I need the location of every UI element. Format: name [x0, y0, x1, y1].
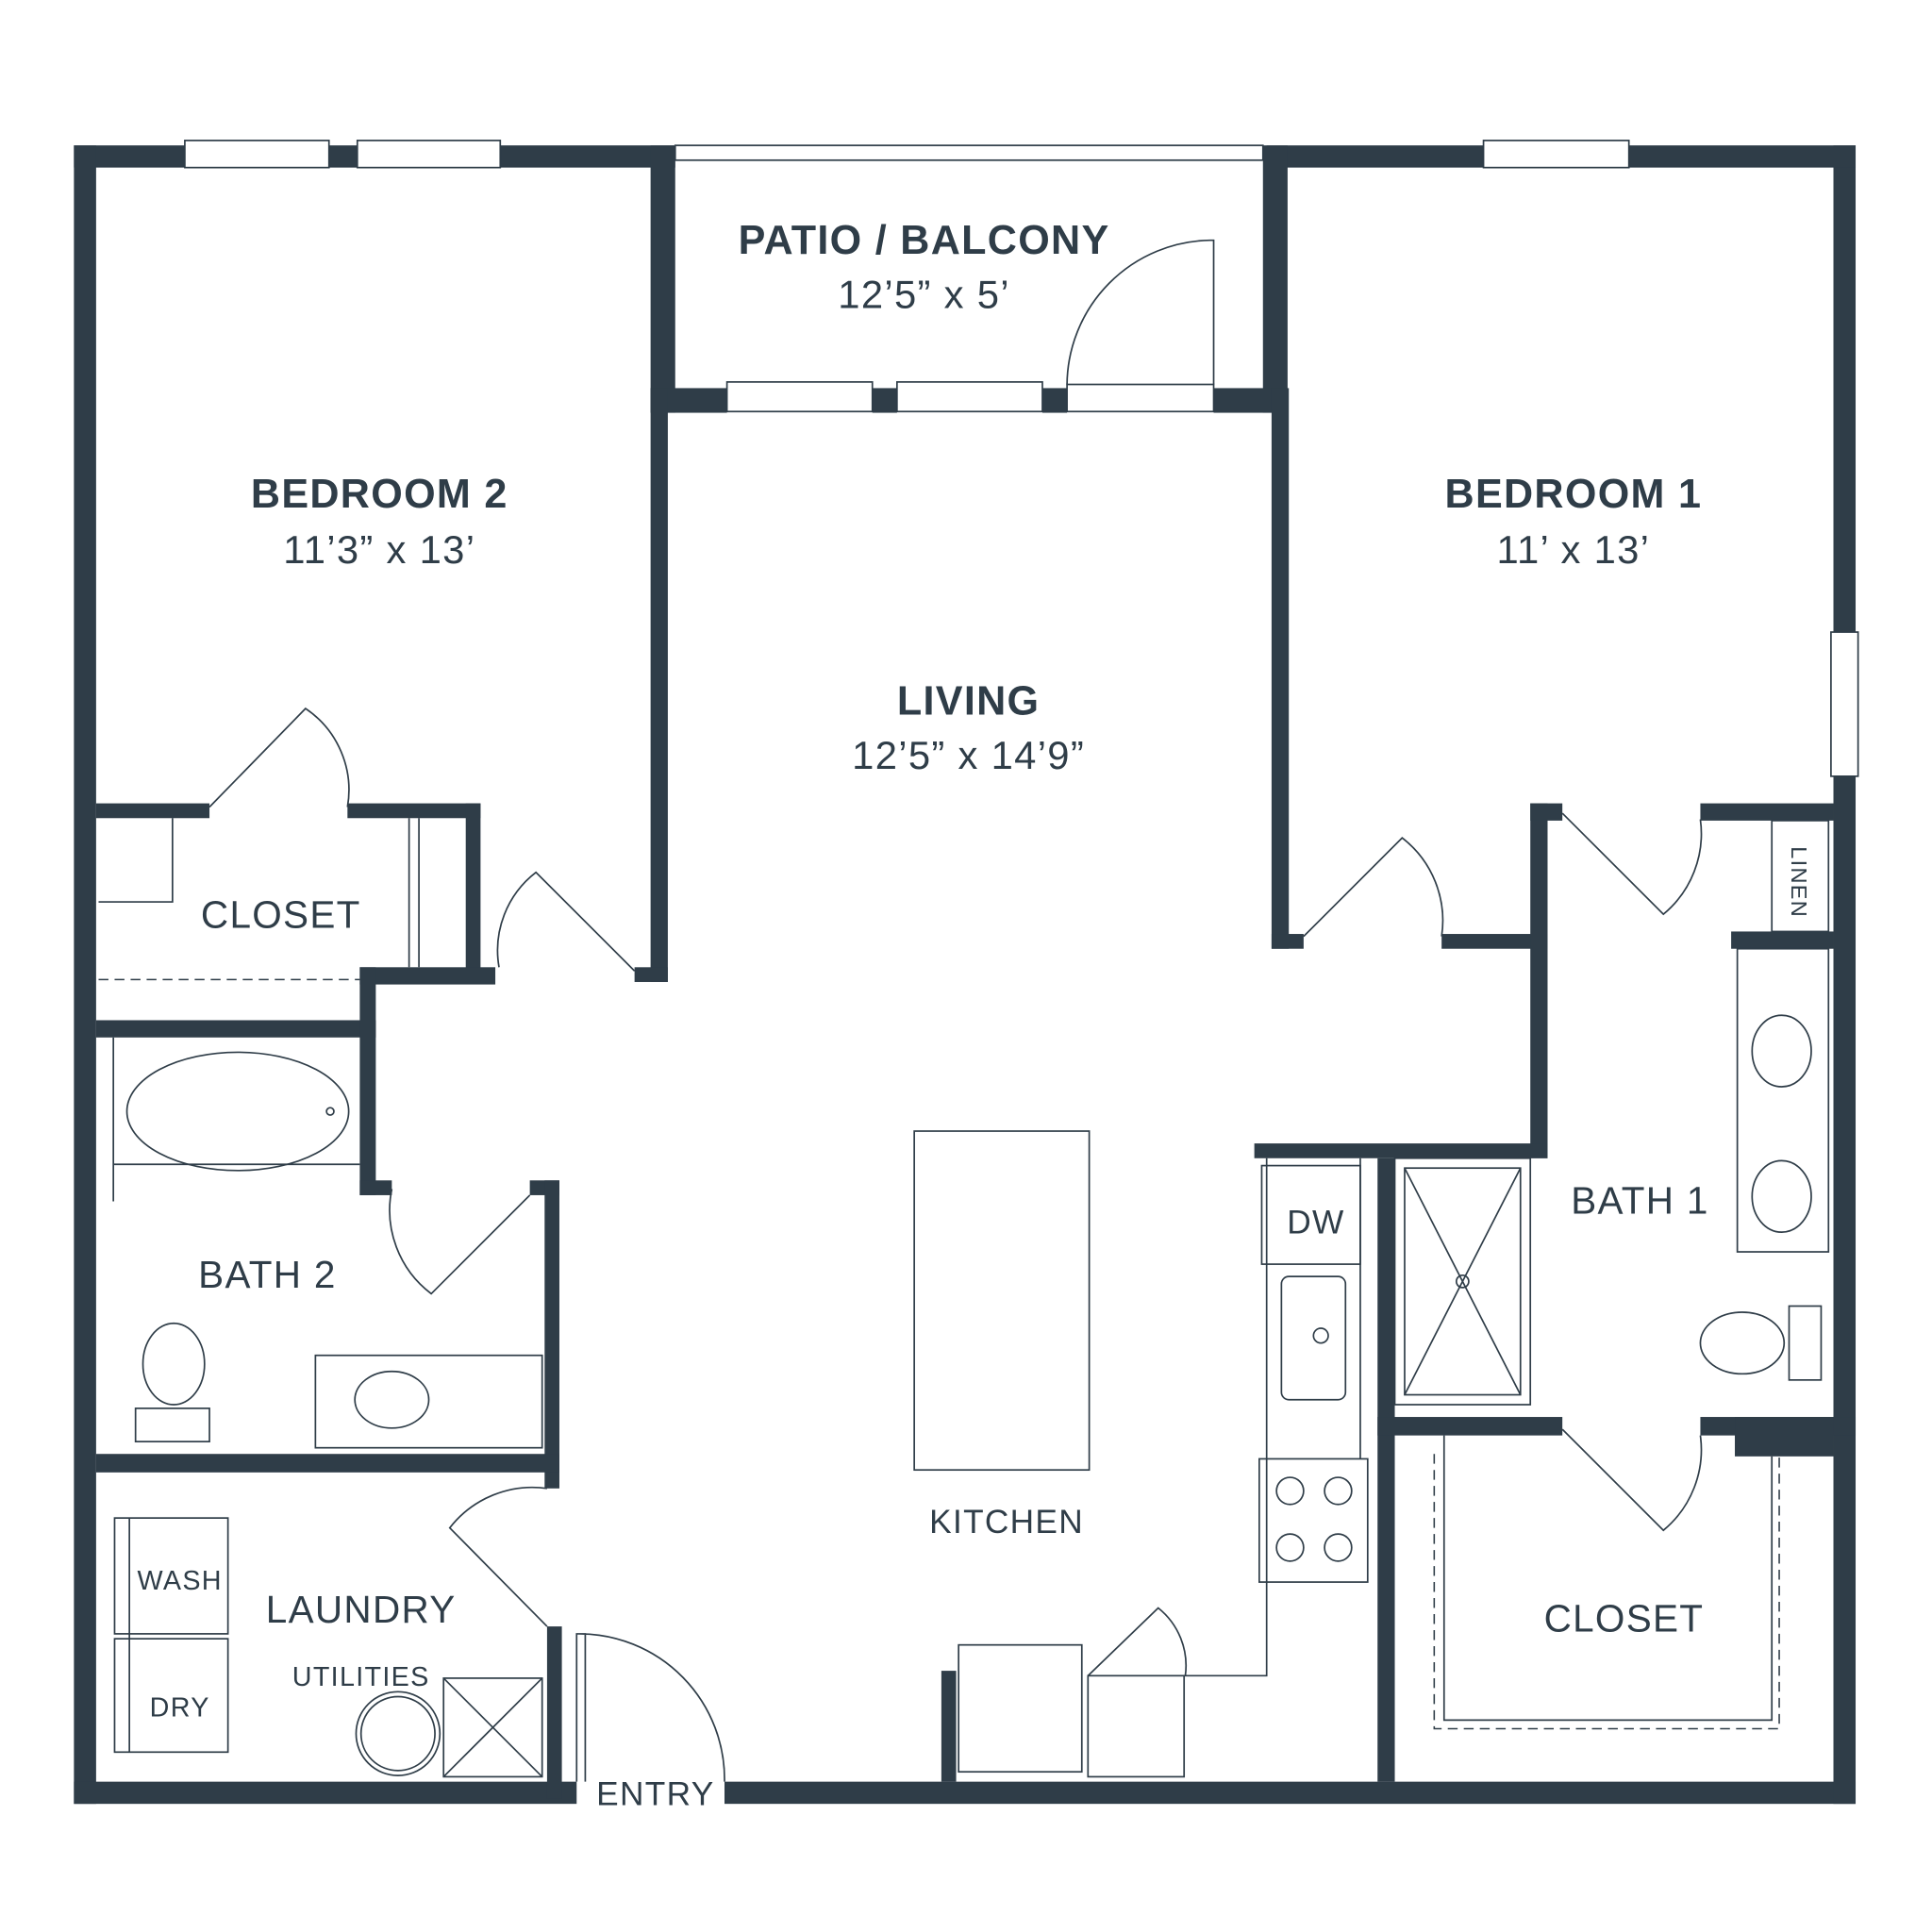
entry-name: ENTRY	[596, 1775, 714, 1812]
closet2-name: CLOSET	[201, 893, 361, 937]
bedroom1-name: BEDROOM 1	[1445, 472, 1703, 517]
windows	[184, 140, 1859, 777]
fixtures	[98, 818, 1830, 1778]
bedroom2-size: 11’3” x 13’	[283, 527, 475, 572]
kitchen-name: KITCHEN	[929, 1504, 1084, 1541]
living-name: LIVING	[897, 679, 1041, 724]
washer-label: WASH	[138, 1566, 223, 1596]
room-labels: PATIO / BALCONY 12’5” x 5’ BEDROOM 2 11’…	[138, 218, 1812, 1812]
walls	[74, 145, 1857, 1805]
dishwasher-label: DW	[1287, 1204, 1344, 1241]
closet1-name: CLOSET	[1544, 1596, 1705, 1640]
doors	[208, 239, 1703, 1782]
laundry-name: LAUNDRY	[266, 1588, 457, 1631]
bedroom1-size: 11’ x 13’	[1497, 527, 1651, 572]
utilities-name: UTILITIES	[292, 1662, 430, 1692]
dryer-label: DRY	[150, 1692, 210, 1723]
bath2-name: BATH 2	[198, 1253, 337, 1296]
living-size: 12’5” x 14’9”	[852, 733, 1085, 777]
patio-name: PATIO / BALCONY	[739, 218, 1110, 263]
patio-size: 12’5” x 5’	[838, 273, 1010, 317]
bath1-name: BATH 1	[1571, 1179, 1709, 1223]
bedroom2-name: BEDROOM 2	[251, 472, 508, 517]
linen-name: LINEN	[1787, 846, 1811, 918]
